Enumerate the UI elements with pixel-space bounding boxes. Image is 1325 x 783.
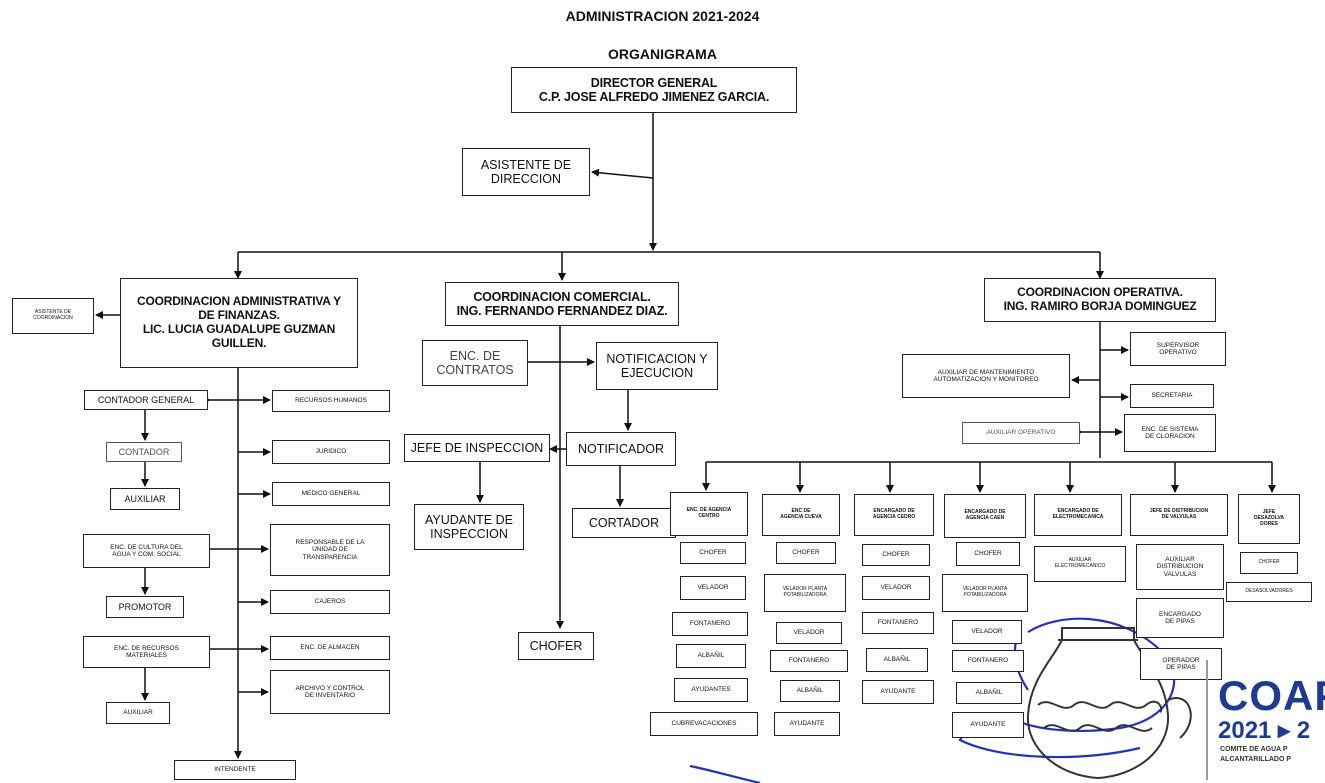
contador-box: CONTADOR [106,442,182,462]
cedro-staff-0: CHOFER [862,544,930,566]
coordinacion-operativa-box: COORDINACION OPERATIVA. ING. RAMIRO BORJ… [984,278,1216,322]
jug-logo-icon [1026,627,1192,780]
promotor-box: PROMOTOR [106,596,184,618]
centro-staff-1: VELADOR [680,576,746,600]
logo-line-2: ALCANTARILLADO P [1220,756,1292,763]
centro-staff-0: CHOFER [680,542,746,564]
caen-staff-4: ALBAÑIL [956,682,1022,704]
desazolve-staff-1: DESASOLVADORES [1226,582,1312,602]
cueva-staff-5: AYUDANTE [774,712,840,736]
recursos-humanos-box: RECURSOS HUMANOS [272,390,390,412]
caen-staff-0: CHOFER [956,542,1020,566]
caen-staff-3: FONTANERO [952,650,1024,672]
cueva-staff-1: VELADOR PLANTA POTABILIZADORA [764,574,846,612]
desazolve-staff-0: CHOFER [1240,552,1298,574]
auxiliar-box-1: AUXILIAR [110,488,180,510]
centro-staff-2: FONTANERO [672,612,748,636]
chofer-comercial-box: CHOFER [518,632,594,660]
cedro-staff-3: ALBAÑIL [866,648,928,672]
auxiliar-mantenimiento-box: AUXILIAR DE MANTENIMIENTO AUTOMATIZACION… [902,354,1070,398]
agencia-centro-head: ENC. DE AGENCIA CENTRO [670,492,748,536]
cajeros-box: CAJEROS [270,590,390,614]
valvulas-head: JEFE DE DISTRIBUCION DE VALVULAS [1130,494,1228,536]
contador-general-box: CONTADOR GENERAL [84,390,208,410]
asistente-direccion-box: ASISTENTE DE DIRECCION [462,148,590,196]
cedro-staff-4: AYUDANTE [862,680,934,704]
supervisor-operativo-box: SUPERVISOR OPERATIVO [1130,332,1226,366]
auxiliar-box-2: AUXILIAR [106,702,170,724]
cueva-staff-0: CHOFER [776,542,836,564]
logo-divider [1206,660,1218,780]
notificador-box: NOTIFICADOR [566,432,676,466]
agencia-caen-head: ENCARGADO DE AGENCIA CAEN [944,494,1026,538]
director-general-box: DIRECTOR GENERAL C.P. JOSE ALFREDO JIMEN… [511,67,797,113]
archivo-inventario-box: ARCHIVO Y CONTROL DE INVENTARIO [270,670,390,714]
agencia-cedro-head: ENCARGADO DE AGENCIA CEDRO [854,494,934,536]
centro-staff-5: CUBREVACACIONES [650,712,758,736]
jefe-inspeccion-box: JEFE DE INSPECCION [404,434,550,462]
administration-title: ADMINISTRACION 2021-2024 [565,8,760,24]
contratos-box: ENC. DE CONTRATOS [422,340,528,386]
agencia-cueva-head: ENC DE AGENCIA CUEVA [762,494,840,536]
centro-staff-3: ALBAÑIL [676,644,746,668]
cueva-staff-2: VELADOR [776,622,842,644]
ayudante-inspeccion-box: AYUDANTE DE INSPECCION [414,504,524,550]
intendente-box: INTENDENTE [174,760,296,780]
cortador-box: CORTADOR [572,508,676,538]
valvulas-staff-1: ENCARGADO DE PIPAS [1136,598,1224,638]
logo-years: 2021 ▸ 2 [1218,717,1311,744]
valvulas-staff-2: OPERADOR DE PIPAS [1140,648,1222,680]
caen-staff-5: AYUDANTE [952,712,1024,738]
almacen-box: ENC. DE ALMACEN [270,636,390,660]
electromecanica-staff-0: AUXILIAR ELECTROMECANICO [1034,546,1126,582]
centro-staff-4: AYUDANTES [674,678,748,702]
coordinacion-comercial-box: COORDINACION COMERCIAL. ING. FERNANDO FE… [445,282,679,326]
caen-staff-1: VELADOR PLANTA POTABILIZADORA [942,574,1028,612]
logo-line-1: COMITE DE AGUA P [1220,746,1288,753]
coap-logo: COAP [1218,672,1325,719]
coordinacion-administrativa-box: COORDINACION ADMINISTRATIVA Y DE FINANZA… [120,278,358,368]
cedro-staff-1: VELADOR [862,576,930,600]
transparencia-box: RESPONSABLE DE LA UNIDAD DE TRANSPARENCI… [270,524,390,576]
cueva-staff-4: ALBAÑIL [780,680,840,702]
cedro-staff-2: FONTANERO [862,612,934,634]
cultura-agua-box: ENC. DE CULTURA DEL AGUA Y COM. SOCIAL [83,534,210,568]
recursos-materiales-box: ENC. DE RECURSOS MATERIALES [83,636,210,668]
caen-staff-2: VELADOR [952,620,1022,644]
notificacion-ejecucion-box: NOTIFICACION Y EJECUCION [596,342,718,390]
juridico-box: JURIDICO [272,440,390,464]
valvulas-staff-0: AUXILIAR DISTRIBUCION VALVULAS [1136,544,1224,590]
auxiliar-operativo-box: AUXILIAR OPERATIVO [962,422,1080,444]
sistema-cloracion-box: ENC. DE SISTEMA DE CLORACION [1124,414,1216,452]
electromecanica-head: ENCARGADO DE ELECTROMECANICA [1034,494,1122,536]
asistente-coordinacion-box: ASISTENTE DE COORDINACION [12,298,94,334]
page-title: ORGANIGRAMA [608,46,717,62]
medico-general-box: MEDICO GENERAL [272,482,390,506]
desazolve-head: JEFE DESAZOLVA DORES [1238,494,1300,544]
cueva-staff-3: FONTANERO [770,650,848,672]
secretaria-box: SECRETARIA [1130,384,1214,408]
